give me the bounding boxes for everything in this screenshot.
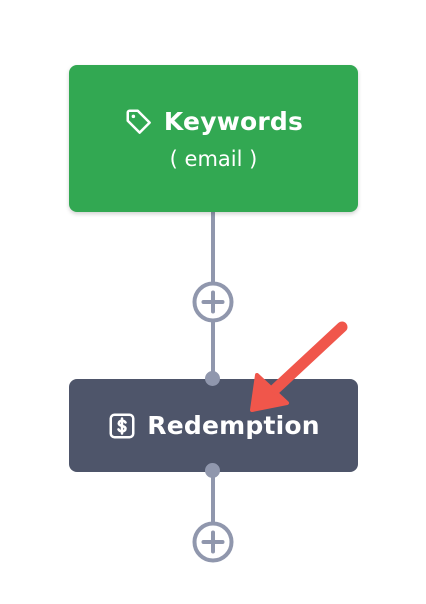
redemption-title-row: Redemption xyxy=(107,411,320,441)
add-step-button[interactable] xyxy=(192,281,234,323)
keywords-title: Keywords xyxy=(163,107,304,136)
keywords-subtitle: ( email ) xyxy=(169,146,258,171)
dollar-square-icon xyxy=(107,411,137,441)
keywords-title-row: Keywords xyxy=(124,107,303,137)
plus-circle-icon xyxy=(192,521,234,563)
redemption-title: Redemption xyxy=(147,411,320,440)
connector-line-middle xyxy=(211,318,215,378)
add-step-button-bottom[interactable] xyxy=(192,521,234,563)
node-output-port[interactable] xyxy=(205,463,220,478)
plus-circle-icon xyxy=(192,281,234,323)
connector-line-top xyxy=(211,210,215,294)
redemption-node[interactable]: Redemption xyxy=(69,379,358,472)
node-input-port[interactable] xyxy=(205,371,220,386)
keywords-node[interactable]: Keywords ( email ) xyxy=(69,65,358,212)
connector-line-bottom xyxy=(211,470,215,524)
tag-icon xyxy=(124,107,154,137)
